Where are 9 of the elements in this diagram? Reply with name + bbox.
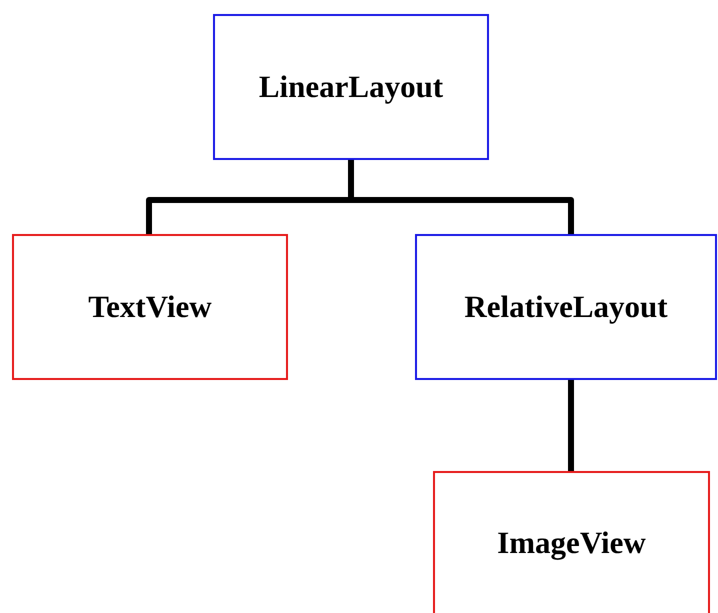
node-label: RelativeLayout [464,288,668,326]
node-label: TextView [88,288,212,326]
layout-box [213,14,489,160]
layout-box [433,471,710,613]
layout-box [12,234,288,380]
layout-box [415,234,717,380]
node-label: LinearLayout [258,68,444,106]
connector-line [568,380,574,471]
node-label: ImageView [497,524,646,562]
